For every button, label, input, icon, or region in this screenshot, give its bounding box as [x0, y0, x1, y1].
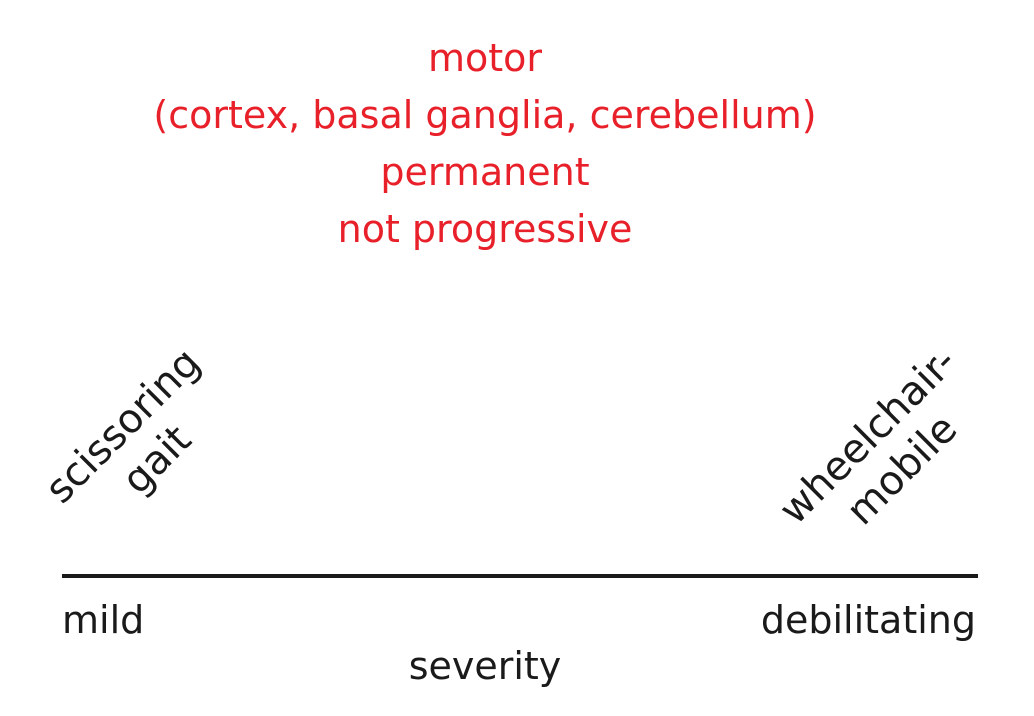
- header-line-permanent: permanent: [380, 150, 590, 194]
- severity-axis-line: [62, 574, 978, 578]
- axis-title: severity: [408, 644, 562, 688]
- left-example-label: scissoring gait: [14, 317, 266, 569]
- right-example-label: wheelchair- mobile: [759, 327, 1011, 579]
- axis-left-end-label: mild: [62, 598, 145, 642]
- axis-right-end-label: debilitating: [760, 598, 976, 642]
- header-text-block: motor (cortex, basal ganglia, cerebellum…: [100, 30, 870, 258]
- header-line-not-progressive: not progressive: [337, 207, 633, 251]
- header-line-brain-regions: (cortex, basal ganglia, cerebellum): [153, 93, 817, 137]
- header-line-motor: motor: [427, 36, 543, 80]
